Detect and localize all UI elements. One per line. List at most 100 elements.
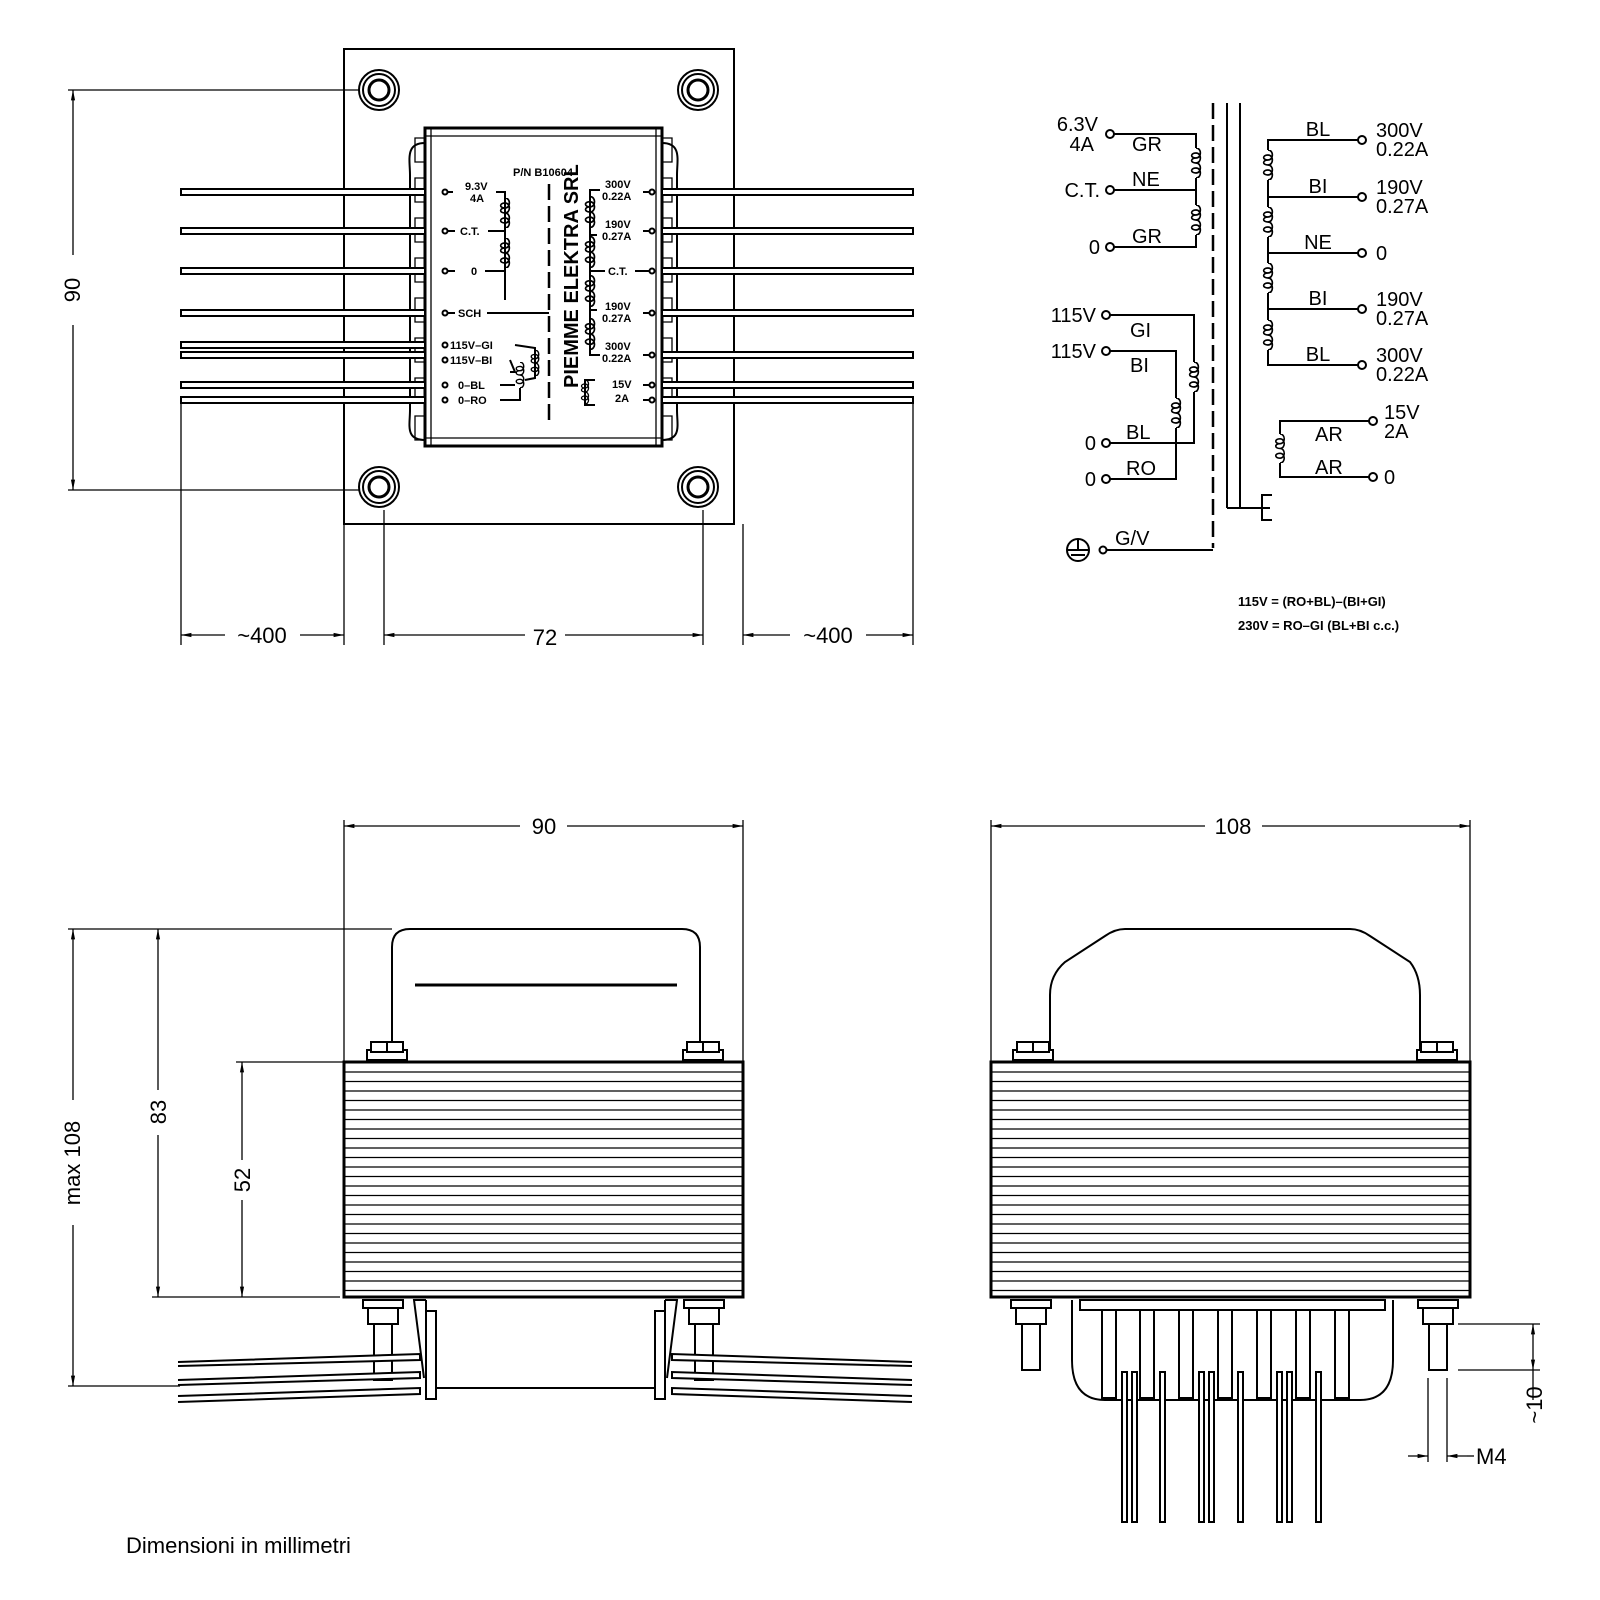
side-bolt [1416, 1041, 1458, 1061]
term-label: 0–BL [458, 380, 485, 392]
wire-color: BI [1130, 355, 1149, 377]
solder-tag [1295, 1310, 1311, 1399]
lead-wire [180, 227, 426, 235]
term-label: 0–RO [458, 395, 487, 407]
sch-label: 115V [1051, 341, 1097, 363]
solder-tag [662, 415, 673, 441]
term-label: C.T. [460, 226, 480, 238]
term-label: 300V [605, 179, 631, 191]
solder-tag [1334, 1310, 1350, 1399]
term-label: 115V–BI [450, 355, 492, 367]
dim-max-108: max 108 [60, 1121, 85, 1205]
core-laminations [989, 1060, 1472, 1299]
mounting-nut-icon [676, 465, 720, 509]
lead-wire [1315, 1371, 1322, 1523]
cover-bracket [1049, 928, 1421, 1057]
sch-label: 0 [1384, 467, 1395, 489]
dim-thread-m4: M4 [1476, 1444, 1507, 1469]
lead-wire [180, 267, 426, 275]
terminal [1357, 192, 1367, 202]
lead-wire [180, 309, 426, 317]
solder-tag [1101, 1310, 1117, 1399]
lead-wire [177, 1386, 421, 1403]
dim-83: 83 [146, 1100, 171, 1124]
sch-label: 0.22A [1376, 364, 1429, 386]
lead-wire [1237, 1371, 1244, 1523]
term-label: 300V [605, 341, 631, 353]
term-label: 0.22A [602, 191, 631, 203]
front-bolt [682, 1041, 724, 1061]
wire-color: AR [1315, 424, 1343, 446]
lead-wire [180, 341, 426, 349]
lead-wire [177, 1352, 421, 1367]
term-label: 0.27A [602, 313, 631, 325]
solder-tag [662, 137, 673, 163]
ground-label: G/V [1115, 528, 1150, 550]
brand-label: PIEMME ELEKTRA SRL [561, 164, 583, 388]
sch-label: 6.3V [1057, 114, 1099, 136]
left-terminal-labels: 9.3V 4A C.T. 0 SCH 115V–GI 115V–BI 0–BL … [441, 181, 549, 407]
terminal [1357, 304, 1367, 314]
solder-tag [1139, 1310, 1155, 1399]
sch-label: 190V [1376, 177, 1423, 199]
lamination-lines [991, 1071, 1470, 1292]
solder-tag [1217, 1310, 1233, 1399]
wiring-schematic: 6.3V 4A C.T. 0 GR NE GR 115V 115V 0 0 GI… [1051, 103, 1429, 633]
terminal [1357, 248, 1367, 258]
lead-wire [661, 396, 914, 404]
wire-color: AR [1315, 457, 1343, 479]
sch-label: 190V [1376, 289, 1423, 311]
wire-color: GI [1130, 320, 1151, 342]
top-view: P/N B10604 PIEMME ELEKTRA SRL 9.3V 4A C.… [60, 48, 914, 650]
sch-label: 0.27A [1376, 196, 1429, 218]
wire-color: RO [1126, 458, 1156, 480]
formula-230v: 230V = RO–GI (BL+BI c.c.) [1238, 618, 1399, 633]
term-label: SCH [458, 308, 481, 320]
side-bolt [1012, 1041, 1054, 1061]
wire-color: NE [1304, 232, 1332, 254]
units-note: Dimensioni in millimetri [126, 1533, 351, 1558]
lead-wire [177, 1370, 421, 1386]
sch-label: 0 [1085, 469, 1096, 491]
lead-wire [661, 381, 914, 389]
wire-color: BI [1309, 176, 1328, 198]
wire-color: NE [1132, 169, 1160, 191]
solder-tag [414, 337, 425, 363]
dim-width-90: 90 [532, 814, 556, 839]
wire-color: BL [1306, 344, 1330, 366]
sch-label: 0 [1089, 237, 1100, 259]
right-terminal-labels: 300V 0.22A 190V 0.27A C.T. 190V 0.27A 30… [580, 179, 656, 406]
lead-wire [1198, 1371, 1205, 1523]
sch-label: 15V [1384, 402, 1420, 424]
sch-label: C.T. [1064, 180, 1100, 202]
term-label: 0 [471, 266, 477, 278]
term-label: 115V–GI [450, 340, 493, 352]
dim-lead-left: ~400 [237, 623, 287, 648]
lead-wire [180, 351, 426, 359]
lead-wire [1121, 1371, 1128, 1523]
dim-mount-72: 72 [533, 625, 557, 650]
lead-wire [671, 1386, 913, 1403]
lead-wire [671, 1352, 913, 1367]
lead-wire [1208, 1371, 1215, 1523]
front-lead-wires [177, 1352, 913, 1403]
part-number: P/N B10604 [513, 167, 574, 179]
mounting-nut-icon [676, 68, 720, 112]
term-label: 9.3V [465, 181, 488, 193]
lead-wire [661, 188, 914, 196]
term-label: 15V [612, 379, 632, 391]
lead-wire [661, 309, 914, 317]
sch-label: 300V [1376, 345, 1423, 367]
formula-115v: 115V = (RO+BL)–(BI+GI) [1238, 594, 1386, 609]
term-label: 0.27A [602, 231, 631, 243]
lamination-lines [344, 1071, 743, 1292]
lead-wire [180, 396, 426, 404]
sch-label: 0.27A [1376, 308, 1429, 330]
dim-height-90: 90 [60, 278, 85, 302]
mounting-plate [343, 48, 735, 525]
front-view: 90 max [60, 814, 913, 1403]
sch-label: 0 [1376, 243, 1387, 265]
dim-width-108: 108 [1215, 814, 1252, 839]
